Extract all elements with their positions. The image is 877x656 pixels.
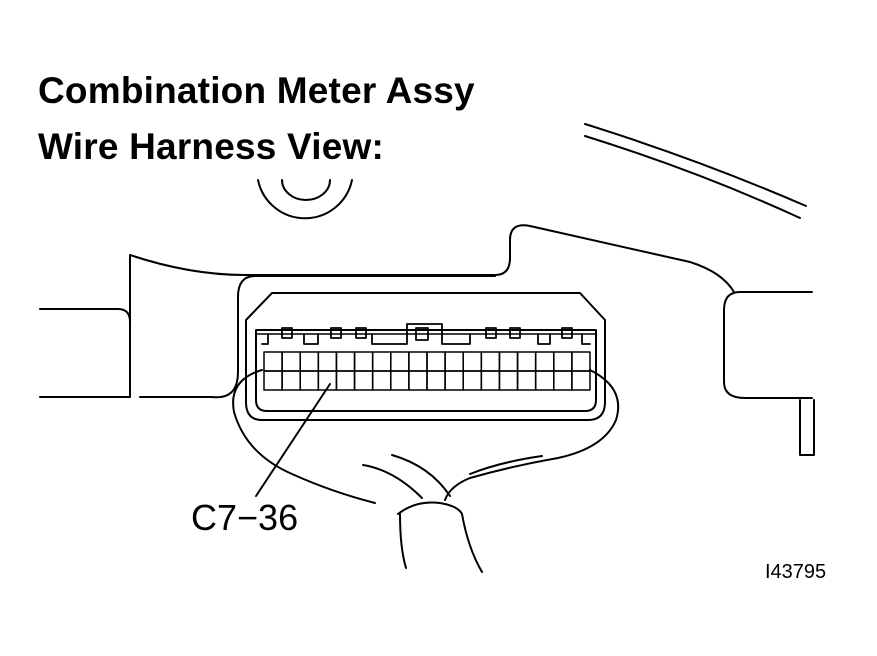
connector-pin (317, 351, 338, 372)
mounting-boss-arcs (257, 179, 353, 220)
title-line-1: Combination Meter Assy (38, 70, 475, 111)
connector-pin (281, 351, 301, 372)
connector-callout-label: C7−36 (191, 497, 299, 538)
connector-pin (335, 370, 356, 391)
wire-bundle (397, 501, 483, 573)
harness-loop (232, 369, 620, 504)
connector-pin (426, 370, 446, 391)
connector-pin (426, 351, 446, 372)
connector-pin (390, 351, 410, 372)
connector-pin (408, 351, 428, 372)
connector-pin (553, 370, 573, 391)
connector-pin (444, 351, 464, 372)
connector-pin (480, 351, 501, 372)
connector-pin (516, 370, 537, 391)
connector-pin (498, 351, 519, 372)
connector-pin (281, 370, 301, 391)
lock-tab-row (261, 323, 591, 345)
connector-pin (444, 370, 464, 391)
title-line-2: Wire Harness View: (38, 126, 385, 167)
callout-leader (255, 383, 331, 497)
connector-pin (335, 351, 356, 372)
connector-pin (534, 370, 555, 391)
figure-id-label: I43795 (765, 561, 827, 583)
connector-pin (299, 351, 320, 372)
connector-pin (408, 370, 428, 391)
pin-grid (263, 351, 591, 391)
connector-pin (263, 351, 283, 372)
connector-pin (462, 370, 483, 391)
connector-pin (571, 351, 591, 372)
connector-pin (371, 351, 392, 372)
connector-pin (462, 351, 483, 372)
connector-pin (571, 370, 591, 391)
left-bracket-outline (39, 308, 131, 398)
connector-housing (139, 275, 606, 421)
connector-pin (534, 351, 555, 372)
connector-pin (498, 370, 519, 391)
connector-pin (390, 370, 410, 391)
meter-housing-outline (129, 123, 815, 456)
connector-pin (299, 370, 320, 391)
connector-pin (553, 351, 573, 372)
connector-pin (516, 351, 537, 372)
connector-pin (263, 370, 283, 391)
connector-pin (480, 370, 501, 391)
connector-pin (353, 351, 374, 372)
connector-pin (371, 370, 392, 391)
connector-pin (353, 370, 374, 391)
